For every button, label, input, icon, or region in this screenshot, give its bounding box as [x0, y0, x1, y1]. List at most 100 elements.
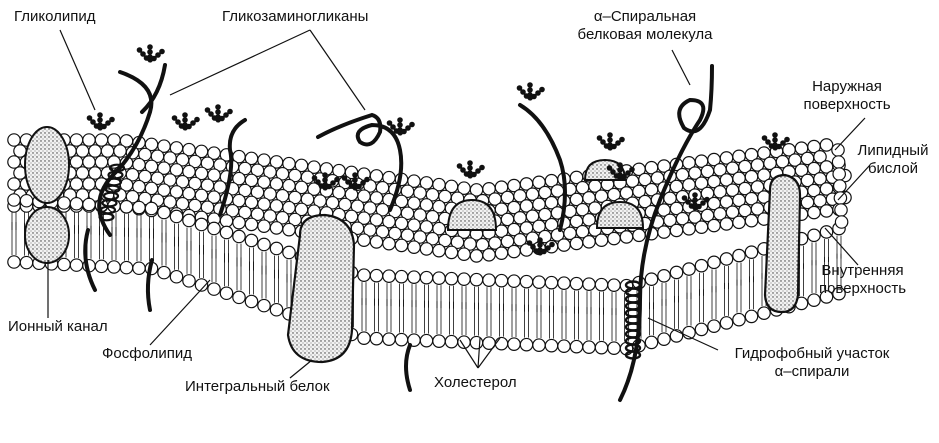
- phospholipid-head: [283, 246, 295, 258]
- phospholipid-head: [395, 333, 407, 345]
- phospholipid-head: [595, 278, 607, 290]
- sugar-residue: [215, 109, 221, 115]
- phospholipid-head: [695, 221, 707, 233]
- phospholipid-head: [658, 226, 670, 238]
- phospholipid-head: [108, 134, 120, 146]
- phospholipid-head: [58, 258, 70, 270]
- phospholipid-head: [120, 261, 132, 273]
- phospholipid-head: [558, 277, 570, 289]
- phospholipid-head: [358, 234, 370, 246]
- phospholipid-head: [745, 246, 757, 258]
- phospholipid-head: [95, 156, 107, 168]
- phospholipid-head: [8, 156, 20, 168]
- phospholipid-head: [220, 287, 232, 299]
- label-alpha-helix-line2: белковая молекула: [560, 26, 730, 44]
- phospholipid-head: [495, 337, 507, 349]
- phospholipid-head: [570, 277, 582, 289]
- phospholipid-head: [183, 275, 195, 287]
- phospholipid-head: [245, 218, 257, 230]
- phospholipid-head: [595, 234, 607, 246]
- phospholipid-head: [101, 145, 113, 157]
- phospholipid-head: [583, 341, 595, 353]
- phospholipid-head: [558, 340, 570, 352]
- sugar-residue: [537, 237, 543, 243]
- phospholipid-head: [120, 201, 132, 213]
- label-outer-surface: Наружная поверхность: [792, 78, 902, 114]
- phospholipid-head: [633, 229, 645, 241]
- phospholipid-head: [708, 256, 720, 268]
- phospholipid-head: [608, 279, 620, 291]
- label-glycosaminoglycans: Гликозаминогликаны: [222, 8, 368, 26]
- phospholipid-head: [220, 226, 232, 238]
- phospholipid-head: [245, 295, 257, 307]
- phospholipid-head: [745, 215, 757, 227]
- sugar-residue: [772, 132, 778, 138]
- phospholipid-head: [832, 144, 844, 156]
- phospholipid-head: [433, 335, 445, 347]
- sugar-residue: [215, 104, 221, 110]
- phospholipid-head: [358, 332, 370, 344]
- phospholipid-head: [420, 243, 432, 255]
- phospholipid-head: [420, 334, 432, 346]
- phospholipid-head: [820, 205, 832, 217]
- sugar-residue: [322, 177, 328, 183]
- phospholipid-head: [570, 340, 582, 352]
- phospholipid-head: [170, 210, 182, 222]
- phospholipid-head: [508, 245, 520, 257]
- phospholipid-head: [89, 145, 101, 157]
- phospholipid-head: [258, 220, 270, 232]
- phospholipid-head: [208, 222, 220, 234]
- phospholipid-head: [645, 336, 657, 348]
- phospholipid-head: [458, 248, 470, 260]
- sugar-residue: [617, 162, 623, 168]
- phospholipid-head: [133, 201, 145, 213]
- sugar-residue: [704, 197, 710, 203]
- phospholipid-head: [733, 216, 745, 228]
- phospholipid-head: [835, 204, 847, 216]
- phospholipid-head: [158, 206, 170, 218]
- phospholipid-head: [70, 178, 82, 190]
- phospholipid-head: [114, 145, 126, 157]
- phospholipid-head: [89, 167, 101, 179]
- phospholipid-head: [832, 156, 844, 168]
- phospholipid-head: [133, 262, 145, 274]
- phospholipid-head: [670, 266, 682, 278]
- phospholipid-head: [833, 168, 845, 180]
- sugar-residue: [467, 160, 473, 166]
- phospholipid-head: [70, 156, 82, 168]
- label-inner-surface-line1: Внутренняя: [800, 262, 925, 280]
- phospholipid-head: [270, 304, 282, 316]
- label-outer-surface-line1: Наружная: [792, 78, 902, 96]
- phospholipid-head: [835, 216, 847, 228]
- phospholipid-head: [834, 180, 846, 192]
- phospholipid-head: [58, 197, 70, 209]
- sugar-residue: [227, 109, 233, 115]
- sugar-residue: [619, 137, 625, 143]
- label-outer-surface-line2: поверхность: [792, 96, 902, 114]
- phospholipid-head: [220, 215, 232, 227]
- phospholipid-head: [608, 342, 620, 354]
- phospholipid-head: [445, 272, 457, 284]
- sugar-residue: [147, 44, 153, 50]
- phospholipid-head: [70, 198, 82, 210]
- sugar-residue: [772, 137, 778, 143]
- phospholipid-head: [245, 234, 257, 246]
- phospholipid-head: [445, 246, 457, 258]
- phospholipid-head: [508, 275, 520, 287]
- sugar-residue: [479, 165, 485, 171]
- phospholipid-head: [733, 313, 745, 325]
- phospholipid-head: [70, 134, 82, 146]
- label-hydrophobic-segment: Гидрофобный участок α–спирали: [712, 345, 912, 381]
- phospholipid-head: [470, 273, 482, 285]
- sugar-residue: [607, 132, 613, 138]
- sugar-residue: [692, 197, 698, 203]
- sugar-residue: [527, 87, 533, 93]
- phospholipid-head: [495, 247, 507, 259]
- sugar-residue: [97, 112, 103, 118]
- phospholipid-head: [520, 275, 532, 287]
- sugar-residue: [137, 47, 143, 53]
- phospholipid-head: [95, 134, 107, 146]
- phospholipid-head: [708, 219, 720, 231]
- phospholipid-head: [270, 242, 282, 254]
- phospholipid-head: [258, 238, 270, 250]
